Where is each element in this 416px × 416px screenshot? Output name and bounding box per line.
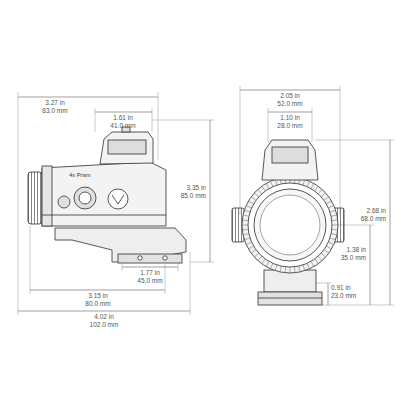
dimension-label: 1.61 in	[113, 114, 133, 122]
dimension-label: 85.0 mm	[181, 192, 206, 200]
dimension-label: 35.0 mm	[341, 254, 366, 262]
red-dot-sight	[100, 132, 153, 164]
objective-ring	[242, 177, 338, 273]
rail-clamp	[118, 254, 182, 263]
dimension-lines	[18, 90, 390, 311]
dimension-label: 80.0 mm	[85, 300, 110, 308]
dimension-label: 83.0 mm	[42, 107, 67, 115]
dimension-label: 1.77 in	[140, 269, 160, 277]
mount	[55, 228, 186, 262]
side-view	[28, 127, 186, 263]
housing	[42, 162, 166, 226]
dimension-label: 0.91 in	[331, 284, 351, 292]
dimension-label: 102.0 mm	[90, 321, 119, 329]
knurl-ticks	[242, 177, 338, 273]
dimension-label: 2.68 in	[366, 207, 386, 215]
eyepiece	[28, 172, 42, 224]
dimension-label: 3.15 in	[88, 292, 108, 300]
dimension-label: 2.05 in	[280, 92, 300, 100]
dimension-label: 3.35 in	[186, 184, 206, 192]
dimension-label: 3.27 in	[45, 99, 65, 107]
dimension-label: 28.0 mm	[277, 122, 302, 130]
model-label: 4x Prism	[69, 171, 90, 179]
dimension-label: 52.0 mm	[277, 100, 302, 108]
dimension-label: 41.0 mm	[110, 122, 135, 130]
front-red-dot	[262, 140, 318, 180]
front-view	[232, 140, 344, 305]
dimension-label: 1.10 in	[280, 114, 300, 122]
dimension-label: 23.0 mm	[331, 292, 356, 300]
extension-lines	[18, 86, 394, 315]
dimension-label: 45.0 mm	[137, 277, 162, 285]
dimension-label: 4.02 in	[94, 313, 114, 321]
dimension-label: 1.38 in	[346, 246, 366, 254]
dimension-label: 68.0 mm	[361, 215, 386, 223]
